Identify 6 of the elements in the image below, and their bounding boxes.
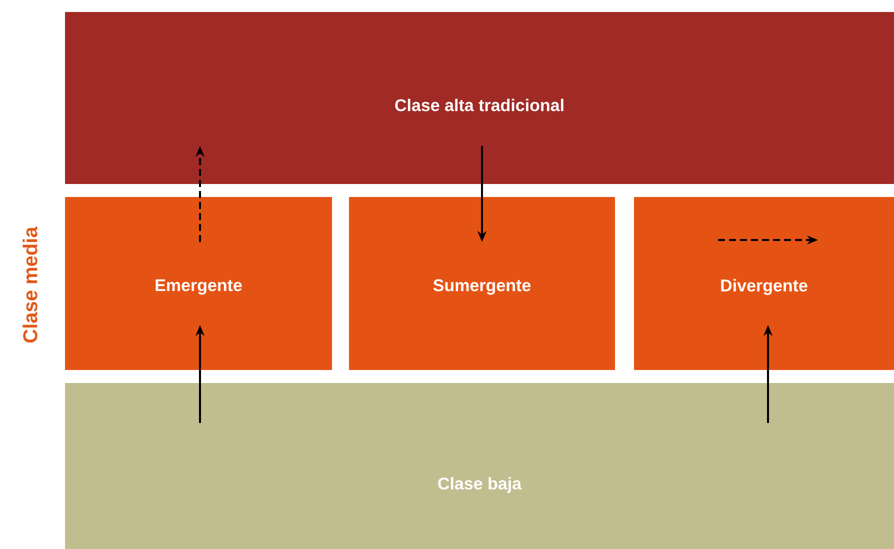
class-band: Clase alta tradicional xyxy=(65,12,894,184)
class-box: Emergente xyxy=(65,197,332,370)
class-box: Sumergente xyxy=(349,197,615,370)
side-label: Clase media xyxy=(22,226,38,343)
class-box: Divergente xyxy=(634,197,894,370)
class-band: Clase baja xyxy=(65,383,894,549)
